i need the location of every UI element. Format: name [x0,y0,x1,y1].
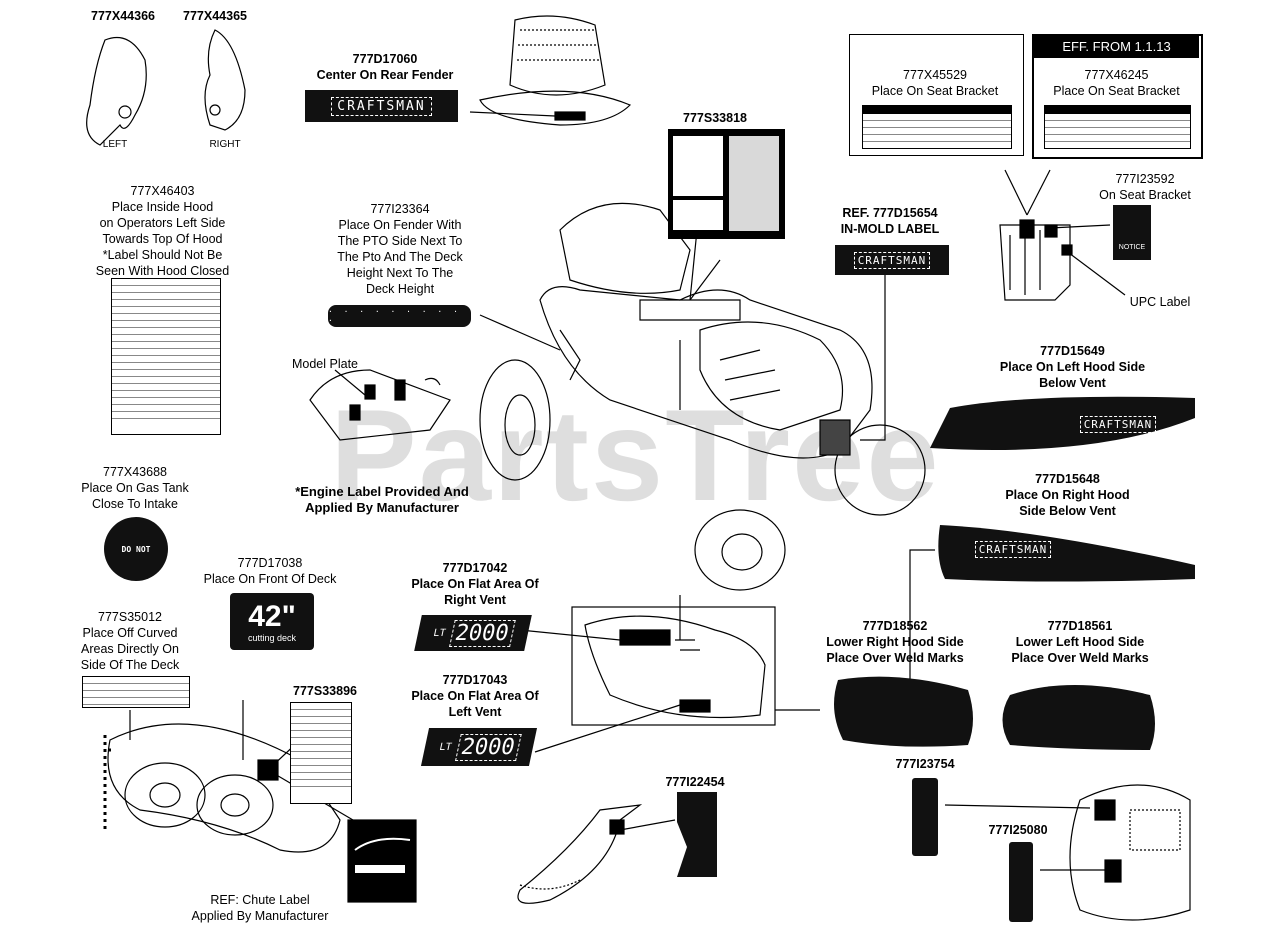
engine-label-note: *Engine Label Provided And Applied By Ma… [295,484,469,515]
in-mold-brand-decal: CRAFTSMAN [835,245,949,275]
deck-side-label-777S35012 [82,676,190,708]
part-number-777X45529: 777X45529 [903,68,967,82]
placement-777D17042: Place On Flat Area Of Right Vent [411,577,539,607]
right-hood-decal-shape [938,525,1195,582]
part-number-777X46245: 777X46245 [1084,68,1149,82]
seat [509,15,606,96]
warning-label-777S33896 [290,702,352,804]
placement-777S35012: Place Off Curved Areas Directly On Side … [80,626,180,672]
part-number-777S33896: 777S33896 [293,684,357,698]
part-number-777X44366: 777X44366 [91,9,155,23]
effective-date-banner: EFF. FROM 1.1.13 [1034,36,1199,58]
part-number-777X44365: 777X44365 [183,9,247,23]
placement-777X46403: Place Inside Hood on Operators Left Side… [95,200,230,278]
lower-left-hood-decal [1002,685,1155,750]
part-number-777D15649: 777D15649 [1040,344,1105,358]
placement-777I23592: On Seat Bracket [1099,188,1191,202]
placement-777D15648: Place On Right Hood Side Below Vent [1005,488,1130,518]
part-number-777D18562: 777D18562 [862,619,928,633]
upc-label-text: UPC Label [1129,295,1191,309]
lower-right-hood-decal [834,676,973,747]
part-number-777S33818: 777S33818 [683,111,747,125]
tractor-drawing [479,199,926,591]
part-number-777D17042: 777D17042 [442,561,508,575]
placement-777X46245: Place On Seat Bracket [1053,84,1180,98]
placement-777X45529: Place On Seat Bracket [871,84,999,98]
placement-777D17038: Place On Front Of Deck [203,572,337,586]
part-number-777X43688: 777X43688 [103,465,167,479]
brand-decal-rear-fender: CRAFTSMAN [305,90,458,122]
hood-info-label-777X46403 [111,278,221,435]
deck-size-decal: 42" cutting deck [230,593,314,650]
right-label: RIGHT [209,139,241,150]
part-number-777I22454: 777I22454 [665,775,725,789]
placement-777I23364: Place On Fender With The PTO Side Next T… [337,218,463,296]
right-vent-decal: LT 2000 [414,615,532,651]
placement-777X43688: Place On Gas Tank Close To Intake [81,481,189,511]
warning-decal-777S33818 [668,129,785,239]
part-number-777I25080: 777I25080 [988,823,1048,837]
part-number-777D17038: 777D17038 [237,556,303,570]
in-mold-label-title: IN-MOLD LABEL [840,222,940,236]
left-hood-brand-text: CRAFTSMAN [1063,412,1173,436]
part-number-777S35012: 777S35012 [98,610,162,624]
notice-label: NOTICE [1118,244,1146,251]
part-number-777D17043: 777D17043 [442,673,508,687]
part-number-777D17060: 777D17060 [352,52,418,66]
placement-777D18562: Lower Right Hood Side Place Over Weld Ma… [826,635,964,665]
chute-label-note: REF: Chute Label Applied By Manufacturer [191,893,329,923]
left-bracket [86,36,147,146]
label-777X46245 [1044,105,1191,149]
left-hood-decal-shape [930,396,1195,450]
part-number-777I23364: 777I23364 [370,202,430,216]
part-number-777D18561: 777D18561 [1047,619,1113,633]
part-number-777D15648: 777D15648 [1035,472,1100,486]
label-777X45529 [862,105,1012,149]
placement-777D17060: Center On Rear Fender [316,68,454,82]
right-hood-brand-text: CRAFTSMAN [958,537,1068,561]
model-plate-label: Model Plate [291,357,358,371]
placement-777D18561: Lower Left Hood Side Place Over Weld Mar… [1011,635,1149,665]
ref-part-777D15654: REF. 777D15654 [842,206,938,220]
part-number-777X46403: 777X46403 [130,184,195,198]
part-number-777I23592: 777I23592 [1115,172,1175,186]
part-number-777I23754: 777I23754 [895,757,955,771]
left-vent-decal: LT 2000 [420,728,538,766]
placement-777D15649: Place On Left Hood Side Below Vent [999,360,1146,390]
left-label: LEFT [102,139,128,150]
right-bracket [204,29,246,131]
gas-tank-decal: DO NOT [104,517,168,581]
pto-deck-height-decal: · · · · · · · · · · [328,305,471,327]
placement-777D17043: Place On Flat Area Of Left Vent [411,689,539,719]
